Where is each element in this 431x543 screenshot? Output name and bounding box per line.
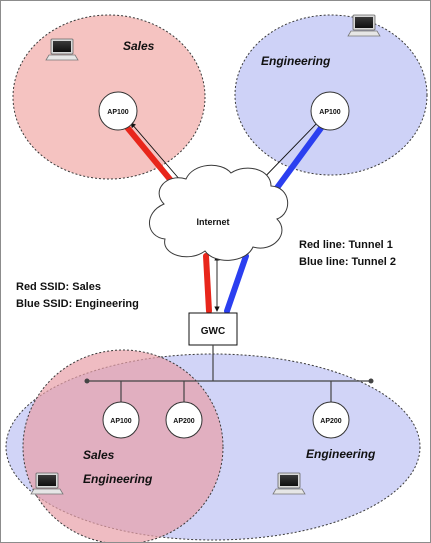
ap-label: AP100: [107, 109, 129, 116]
ap-label: AP100: [319, 109, 341, 116]
sales-top-label: Sales: [123, 39, 155, 53]
ssid-blue: Blue SSID: Engineering: [16, 298, 139, 310]
ssid-red: Red SSID: Sales: [16, 281, 101, 293]
laptop-icon: [272, 472, 306, 495]
laptop-icon: [30, 472, 64, 495]
laptop-icon: [45, 38, 79, 61]
tunnel-blue-bottom: [224, 253, 249, 314]
ap-label: AP200: [173, 418, 195, 425]
legend-red-line: Red line: Tunnel 1: [299, 239, 393, 251]
ap-engineering-top: AP100: [310, 91, 350, 131]
tunnel-red-bottom: [203, 253, 212, 314]
internet-label: Internet: [196, 217, 229, 227]
sales-bottom-label: Sales: [83, 448, 115, 462]
internet-cloud: Internet: [149, 164, 288, 261]
ap-label: AP200: [320, 418, 342, 425]
laptop-icon: [347, 14, 381, 37]
lan-bus-end-left: [84, 378, 90, 384]
gwc-box: GWC: [188, 312, 238, 346]
arrow-sales-internet: [130, 122, 188, 189]
ap-bottom-2: AP200: [165, 401, 203, 439]
engineering-bottom-label: Engineering: [306, 447, 376, 461]
sales-bottom-zone: [22, 349, 224, 542]
legend-blue-line: Blue line: Tunnel 2: [299, 256, 396, 268]
ap-sales-top: AP100: [98, 91, 138, 131]
ap-bottom-3: AP200: [312, 401, 350, 439]
engineering-top-label: Engineering: [261, 54, 331, 68]
ap-bottom-1: AP100: [102, 401, 140, 439]
engineering-bottom-red-label: Engineering: [83, 472, 153, 486]
ap-label: AP100: [110, 418, 132, 425]
lan-bus-end-right: [368, 378, 374, 384]
gwc-label: GWC: [201, 326, 225, 337]
